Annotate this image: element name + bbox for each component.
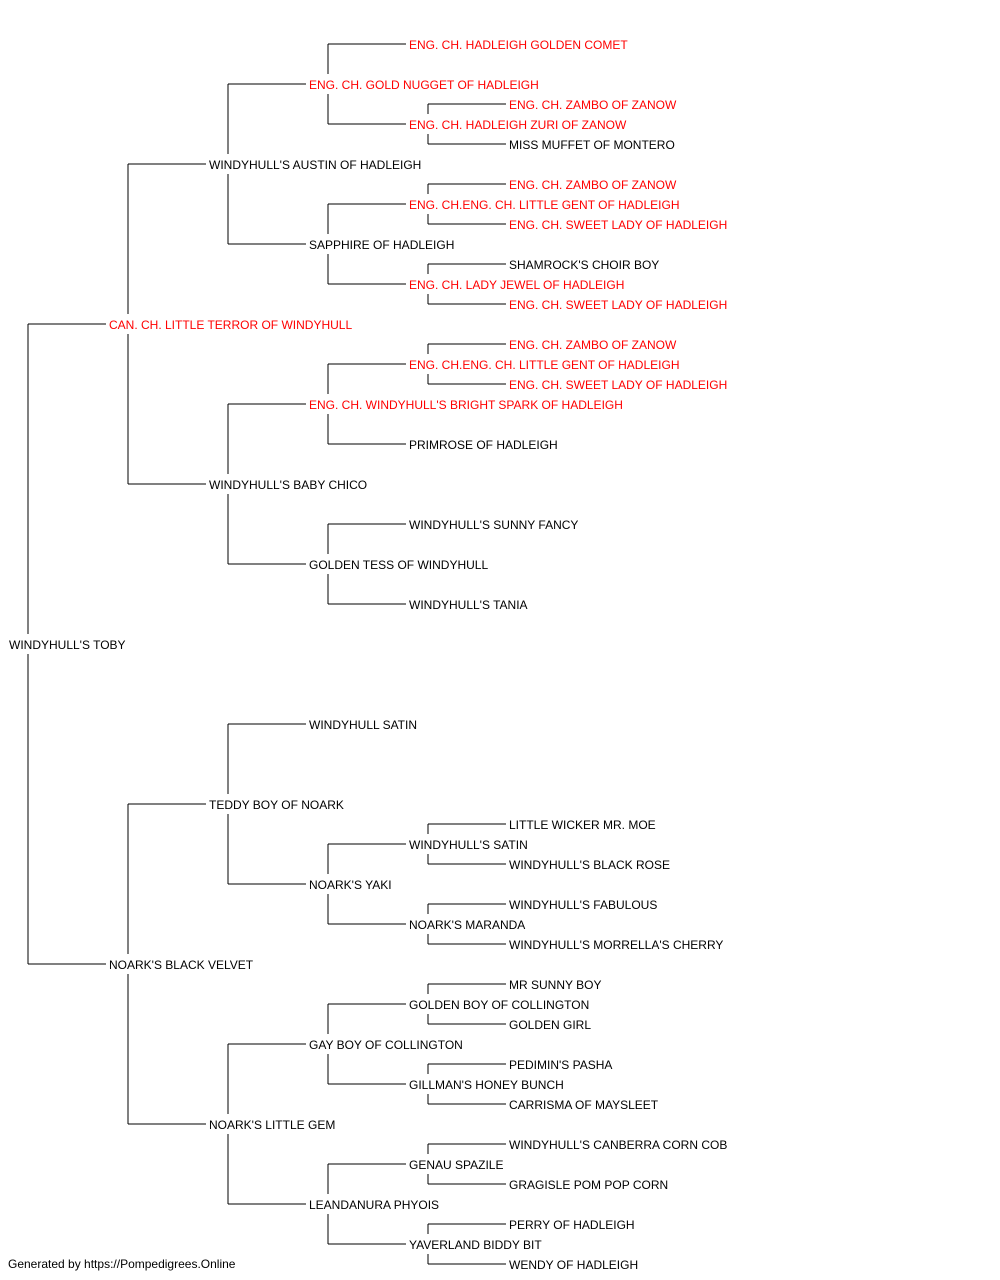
pedigree-entry-dam-sire-dam-dam-sire: WINDYHULL'S FABULOUS [508,898,659,912]
pedigree-entry-dam-sire-dam-dam: NOARK'S MARANDA [408,918,527,932]
pedigree-entry-dam-dam-sire-dam: GILLMAN'S HONEY BUNCH [408,1078,565,1092]
pedigree-entry-dam-sire-dam-sire-sire: LITTLE WICKER MR. MOE [508,818,657,832]
pedigree-entry-sire-sire-dam-sire-sire: ENG. CH. ZAMBO OF ZANOW [508,178,678,192]
pedigree-entry-sire-dam-sire: ENG. CH. WINDYHULL'S BRIGHT SPARK OF HAD… [308,398,624,412]
pedigree-entry-sire-sire-dam-dam: ENG. CH. LADY JEWEL OF HADLEIGH [408,278,626,292]
pedigree-entry-dam-dam-dam: LEANDANURA PHYOIS [308,1198,441,1212]
pedigree-entry-sire-dam-sire-sire-sire: ENG. CH. ZAMBO OF ZANOW [508,338,678,352]
pedigree-entry-dam-dam-dam-dam-sire: PERRY OF HADLEIGH [508,1218,636,1232]
pedigree-entry-dam-sire-dam-dam-dam: WINDYHULL'S MORRELLA'S CHERRY [508,938,725,952]
pedigree-entry-dam-dam-sire-dam-sire: PEDIMIN'S PASHA [508,1058,614,1072]
pedigree-entry-sire-dam-dam: GOLDEN TESS OF WINDYHULL [308,558,490,572]
pedigree-entry-sire-sire-dam-dam-dam: ENG. CH. SWEET LADY OF HADLEIGH [508,298,729,312]
pedigree-entry-dam-sire-dam: NOARK'S YAKI [308,878,393,892]
pedigree-entry-sire-sire-sire: ENG. CH. GOLD NUGGET OF HADLEIGH [308,78,540,92]
footer-credit: Generated by https://Pompedigrees.Online [8,1257,236,1271]
pedigree-entry-dam-dam-dam-sire: GENAU SPAZILE [408,1158,505,1172]
pedigree-entry-sire-sire-dam-sire: ENG. CH.ENG. CH. LITTLE GENT OF HADLEIGH [408,198,681,212]
pedigree-entry-dam-dam-dam-sire-sire: WINDYHULL'S CANBERRA CORN COB [508,1138,729,1152]
pedigree-entry-sire-sire-sire-dam-dam: MISS MUFFET OF MONTERO [508,138,676,152]
pedigree-entry-dam-sire: TEDDY BOY OF NOARK [208,798,345,812]
pedigree-entry-dam-dam-dam-dam-dam: WENDY OF HADLEIGH [508,1258,640,1272]
pedigree-entry-dam-dam-sire-sire-sire: MR SUNNY BOY [508,978,603,992]
pedigree-entry-sire-dam: WINDYHULL'S BABY CHICO [208,478,369,492]
pedigree-entry-sire-sire-sire-dam: ENG. CH. HADLEIGH ZURI OF ZANOW [408,118,628,132]
pedigree-entry-dam-dam-dam-sire-dam: GRAGISLE POM POP CORN [508,1178,670,1192]
pedigree-entry-sire-dam-dam-sire: WINDYHULL'S SUNNY FANCY [408,518,580,532]
pedigree-entry-sire-dam-dam-dam: WINDYHULL'S TANIA [408,598,529,612]
pedigree-entry-dam-dam-sire-dam-dam: CARRISMA OF MAYSLEET [508,1098,660,1112]
pedigree-entry-dam-sire-dam-sire: WINDYHULL'S SATIN [408,838,529,852]
pedigree-entry-dam: NOARK'S BLACK VELVET [108,958,255,972]
pedigree-entry-sire-sire-dam-sire-dam: ENG. CH. SWEET LADY OF HADLEIGH [508,218,729,232]
pedigree-entry-dam-dam: NOARK'S LITTLE GEM [208,1118,337,1132]
pedigree-entry-sire: CAN. CH. LITTLE TERROR OF WINDYHULL [108,318,354,332]
pedigree-entry-dam-sire-sire: WINDYHULL SATIN [308,718,419,732]
pedigree-entry-sire-sire: WINDYHULL'S AUSTIN OF HADLEIGH [208,158,423,172]
pedigree-entry-dam-dam-sire: GAY BOY OF COLLINGTON [308,1038,464,1052]
pedigree-entry-sire-sire-dam-dam-sire: SHAMROCK'S CHOIR BOY [508,258,661,272]
pedigree-entry-sire-dam-sire-sire: ENG. CH.ENG. CH. LITTLE GENT OF HADLEIGH [408,358,681,372]
pedigree-entry-dam-sire-dam-sire-dam: WINDYHULL'S BLACK ROSE [508,858,671,872]
pedigree-entry-sire-sire-sire-sire: ENG. CH. HADLEIGH GOLDEN COMET [408,38,629,52]
pedigree-entry-dam-dam-dam-dam: YAVERLAND BIDDY BIT [408,1238,543,1252]
pedigree-entry-dam-dam-sire-sire: GOLDEN BOY OF COLLINGTON [408,998,591,1012]
pedigree-entry-sire-sire-dam: SAPPHIRE OF HADLEIGH [308,238,456,252]
pedigree-entry-sire-sire-sire-dam-sire: ENG. CH. ZAMBO OF ZANOW [508,98,678,112]
pedigree-entry-sire-dam-sire-dam: PRIMROSE OF HADLEIGH [408,438,559,452]
pedigree-entry-sire-dam-sire-sire-dam: ENG. CH. SWEET LADY OF HADLEIGH [508,378,729,392]
pedigree-entry-: WINDYHULL'S TOBY [8,638,127,652]
pedigree-entry-dam-dam-sire-sire-dam: GOLDEN GIRL [508,1018,593,1032]
